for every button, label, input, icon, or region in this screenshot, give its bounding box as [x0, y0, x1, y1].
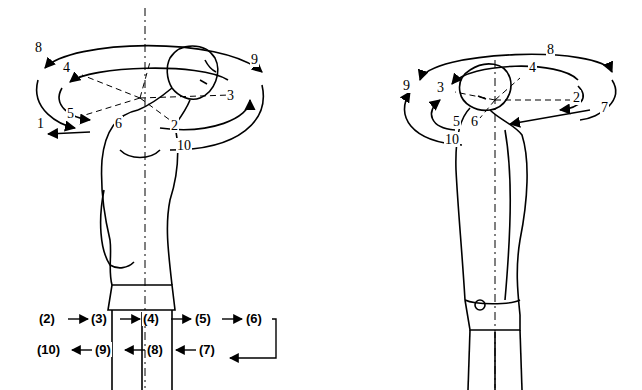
sequence-step: (7) [198, 342, 216, 357]
drawing-stroke [72, 349, 92, 350]
drawing-stroke [138, 88, 172, 110]
sequence-step: (8) [146, 342, 164, 357]
drawing-stroke [494, 332, 496, 390]
drawing-stroke [171, 318, 191, 319]
drawing-stroke [68, 318, 88, 319]
drawing-stroke [82, 75, 140, 98]
sequence-step: (3) [90, 311, 108, 326]
callout-number: 3 [436, 80, 445, 95]
callout-number: 9 [250, 52, 259, 67]
drawing-stroke [490, 110, 527, 315]
drawing-stroke [465, 300, 520, 330]
drawing-stroke [101, 110, 138, 285]
drawing-stroke [465, 300, 520, 304]
drawing-stroke [120, 150, 160, 158]
drawing-stroke [176, 349, 196, 350]
callout-number: 10 [444, 132, 460, 147]
drawing-stroke [37, 8, 616, 390]
callout-number: 5 [452, 114, 461, 129]
drawing-stroke [101, 190, 134, 268]
drawing-stroke [167, 46, 218, 99]
callout-number: 9 [402, 78, 411, 93]
drawing-stroke [48, 132, 90, 134]
drawing-stroke [560, 86, 583, 110]
drawing-stroke [459, 64, 510, 110]
drawing-stroke [420, 54, 612, 80]
drawing-stroke [222, 318, 242, 319]
callout-number: 4 [62, 60, 71, 75]
drawing-stroke [510, 110, 590, 124]
sequence-step: (10) [36, 342, 61, 357]
callout-number: 2 [170, 118, 179, 133]
drawing-stroke [120, 318, 140, 319]
drawing-stroke [468, 330, 470, 390]
drawing-stroke [505, 130, 510, 300]
drawing-stroke [520, 330, 522, 390]
sequence-step: (5) [194, 311, 212, 326]
drawing-stroke [125, 349, 145, 350]
sequence-step: (2) [38, 311, 56, 326]
drawing-stroke [70, 68, 228, 82]
callout-number: 6 [114, 116, 123, 131]
drawing-stroke [478, 96, 486, 99]
sequence-step: (4) [142, 311, 160, 326]
sequence-step: (9) [94, 342, 112, 357]
callout-number: 3 [226, 88, 235, 103]
callout-number: 10 [176, 138, 192, 153]
drawing-stroke [580, 80, 616, 120]
drawing-stroke [59, 88, 90, 120]
callout-number: 8 [34, 40, 43, 55]
drawing-stroke [475, 300, 485, 310]
drawing-stroke [140, 62, 150, 98]
callout-number: 6 [470, 114, 479, 129]
drawing-stroke [205, 60, 216, 72]
sequence-step: (6) [245, 311, 263, 326]
callout-number: 2 [572, 90, 581, 105]
drawing-stroke [200, 80, 207, 84]
drawing-stroke [145, 8, 146, 388]
drawing-stroke [455, 78, 570, 118]
callout-number: 5 [66, 106, 75, 121]
callout-number: 7 [600, 100, 609, 115]
callout-number: 8 [546, 42, 555, 57]
drawing-stroke [171, 310, 173, 390]
callout-number: 4 [528, 60, 537, 75]
drawing-stroke [108, 285, 175, 310]
callout-number: 1 [36, 116, 45, 131]
